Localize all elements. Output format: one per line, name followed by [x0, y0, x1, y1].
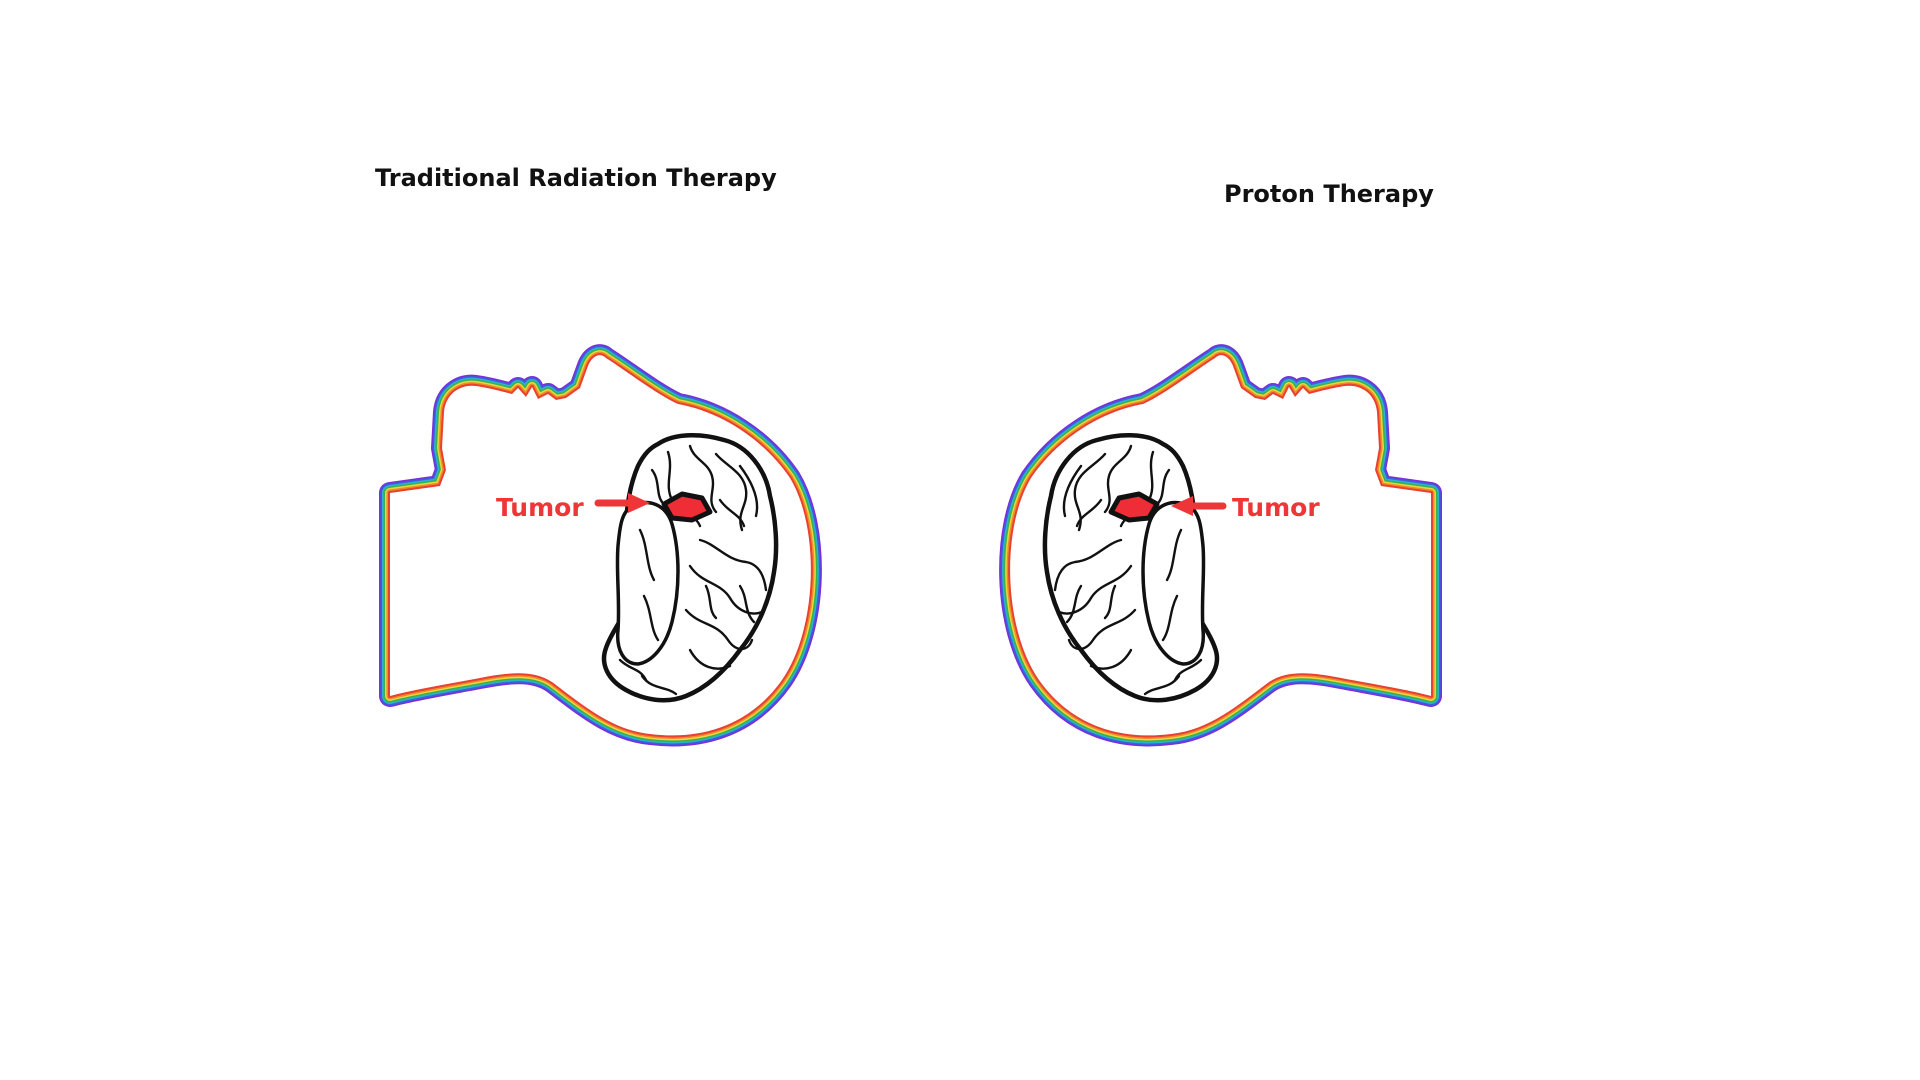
traditional-radiation-panel: Tumor: [390, 355, 811, 735]
panel-title-traditional: Traditional Radiation Therapy: [375, 164, 777, 192]
tumor-label-left: Tumor: [496, 493, 584, 522]
tumor-marker: [661, 491, 713, 523]
arrow-icon: [1171, 496, 1227, 516]
tumor-marker: [1108, 491, 1160, 523]
panel-title-proton: Proton Therapy: [1224, 180, 1434, 208]
arrow-icon: [594, 493, 650, 513]
tumor-label-right: Tumor: [1232, 493, 1320, 522]
proton-therapy-panel: Tumor: [1010, 355, 1431, 735]
